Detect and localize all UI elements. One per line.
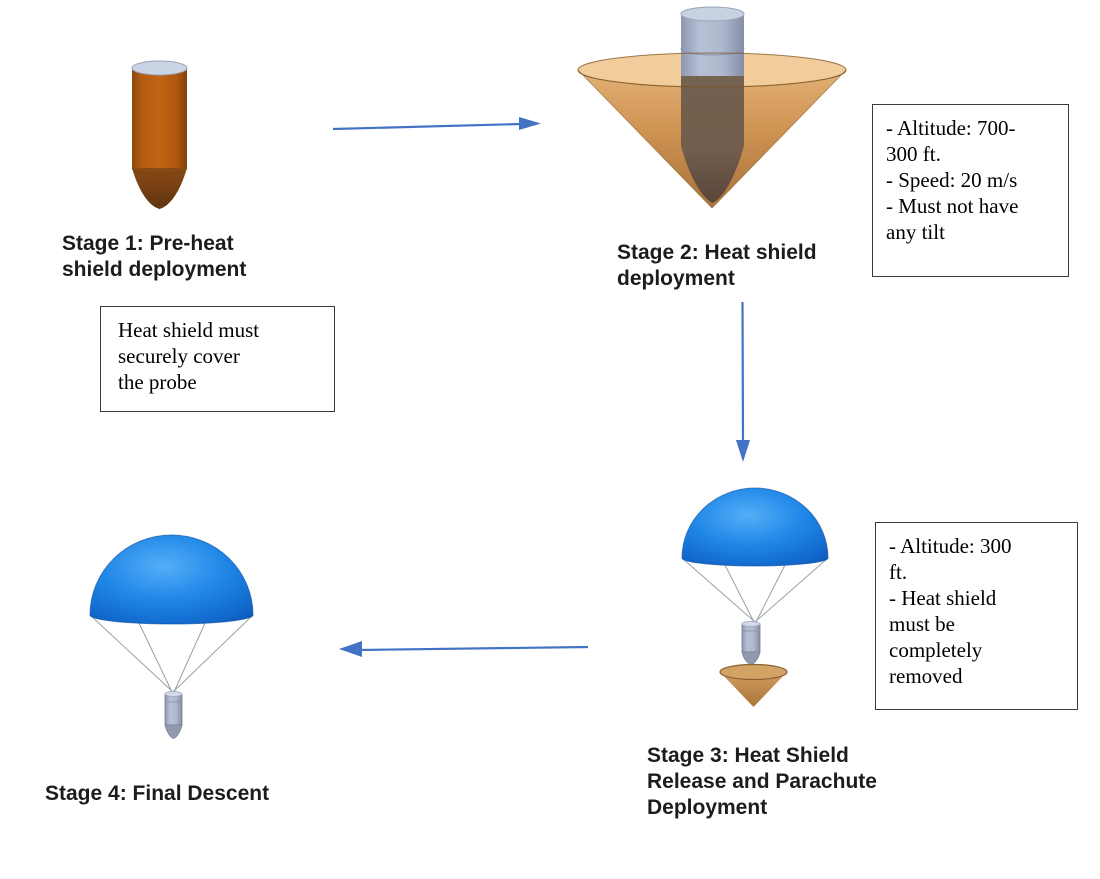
arrow-shaft [332, 122, 522, 131]
stage-2-note-box: - Altitude: 700- 300 ft. - Speed: 20 m/s… [872, 104, 1069, 277]
probe-upper-cylinder [681, 14, 744, 76]
stage-3-label-line: Release and Parachute [647, 770, 877, 793]
stage-2-label: Stage 2: Heat shield deployment [617, 240, 817, 292]
probe-inside-shield [681, 76, 744, 146]
probe-under-parachute [164, 691, 183, 739]
stage-2-label-line: Stage 2: Heat shield [617, 241, 817, 264]
note-line: - Altitude: 700- [886, 116, 1016, 140]
suspension-lines [681, 557, 829, 623]
stage-4-label-line: Stage 4: Final Descent [45, 782, 270, 805]
note-line: - Altitude: 300 [889, 534, 1012, 558]
note-line: - Heat shield [889, 586, 997, 610]
note-line: any tilt [886, 220, 945, 244]
parachute-icon [681, 487, 829, 707]
stage-2-label-line: deployment [617, 267, 735, 290]
stage-4-label: Stage 4: Final Descent [45, 781, 269, 807]
probe-icon [131, 60, 188, 209]
stage-3-label-line: Stage 3: Heat Shield [647, 744, 849, 767]
arrow-shaft [357, 645, 589, 652]
note-line: ft. [889, 560, 908, 584]
note-line: - Speed: 20 m/s [886, 168, 1018, 192]
note-line: Heat shield must [118, 318, 260, 342]
probe-body [132, 68, 187, 168]
note-line: 300 ft. [886, 142, 941, 166]
note-line: the probe [118, 370, 197, 394]
arrow-head-right-icon [519, 117, 541, 130]
parachute-canopy [89, 534, 254, 625]
note-line: must be [889, 612, 955, 636]
stage-3-note-box: - Altitude: 300 ft. - Heat shield must b… [875, 522, 1078, 710]
arrow-stage3-to-stage4 [339, 641, 589, 657]
parachute-canopy [681, 487, 829, 567]
stage-3-label: Stage 3: Heat Shield Release and Parachu… [647, 743, 877, 821]
shield-rim-outline [577, 52, 847, 88]
arrow-head-down-icon [736, 440, 750, 462]
parachute-icon [89, 534, 254, 739]
stage-3-label-line: Deployment [647, 796, 768, 819]
arrow-stage2-to-stage3 [736, 301, 750, 462]
stage-1-note-box: Heat shield must securely cover the prob… [100, 306, 335, 412]
stage-1-label-line: shield deployment [62, 258, 247, 281]
note-line: removed [889, 664, 963, 688]
suspension-lines [89, 614, 254, 693]
stage-1-label-line: Stage 1: Pre-heat [62, 232, 234, 255]
released-heat-shield-icon [719, 663, 788, 707]
probe-top-cap [131, 60, 188, 76]
cylinder-top-cap [680, 6, 745, 22]
note-line: securely cover [118, 344, 240, 368]
note-line: completely [889, 638, 983, 662]
cylinder-seam [680, 47, 745, 56]
probe-tip-inside-shield [681, 146, 744, 203]
probe-seam [131, 167, 188, 175]
arrow-head-left-icon [339, 641, 362, 657]
stage-1-label: Stage 1: Pre-heat shield deployment [62, 231, 246, 283]
probe-under-parachute [741, 621, 761, 665]
note-line: - Must not have [886, 194, 1019, 218]
probe-nose-cone [132, 168, 187, 209]
arrow-stage1-to-stage2 [332, 117, 541, 131]
arrow-shaft [741, 301, 745, 443]
heat-shield-cone-icon [577, 6, 847, 209]
